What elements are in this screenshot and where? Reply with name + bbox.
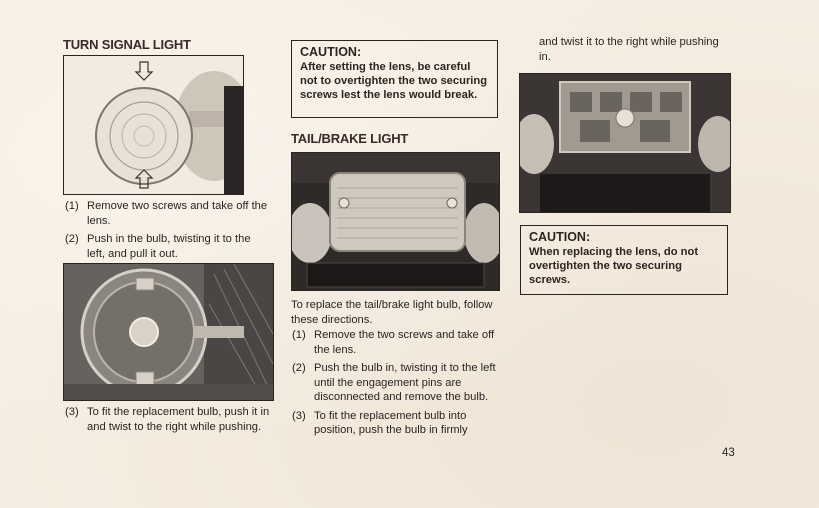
turn-signal-heading: TURN SIGNAL LIGHT: [63, 37, 191, 52]
list-item: (1)Remove the two screws and take off th…: [292, 329, 495, 356]
caution-body: When replacing the lens, do not overtigh…: [529, 246, 699, 286]
caution-title: CAUTION:: [529, 230, 591, 244]
caution-body: After setting the lens, be careful not t…: [300, 61, 488, 101]
turn-signal-lens-photo: [63, 55, 244, 195]
list-item: (3)To fit the replacement bulb, push it …: [65, 406, 270, 433]
tail-light-housing-photo: [519, 73, 731, 213]
list-item: (1)Remove two screws and take off the le…: [65, 200, 268, 227]
turn-signal-steps-b: (3)To fit the replacement bulb, push it …: [65, 405, 270, 438]
caution-title: CAUTION:: [300, 45, 362, 59]
continuation-text: and twist it to the right while pushing …: [539, 36, 719, 63]
turn-signal-bulb-photo: [63, 263, 274, 401]
list-item: (3)To fit the replacement bulb into posi…: [292, 409, 468, 437]
tail-brake-lens-photo: [291, 152, 500, 291]
tail-brake-steps: (1)Remove the two screws and take off th…: [292, 328, 504, 442]
caution-box-lens-replacing: CAUTION: When replacing the lens, do not…: [520, 225, 728, 295]
page-number: 43: [722, 447, 735, 459]
caution-box-lens-setting: CAUTION: After setting the lens, be care…: [291, 40, 498, 118]
list-item: (2)Push in the bulb, twisting it to the …: [65, 233, 251, 260]
tail-brake-heading: TAIL/BRAKE LIGHT: [291, 131, 409, 146]
list-item: (2)Push the bulb in, twisting it to the …: [292, 362, 496, 403]
tail-brake-intro: To replace the tail/brake light bulb, fo…: [291, 299, 493, 326]
turn-signal-steps-a: (1)Remove two screws and take off the le…: [65, 199, 270, 265]
